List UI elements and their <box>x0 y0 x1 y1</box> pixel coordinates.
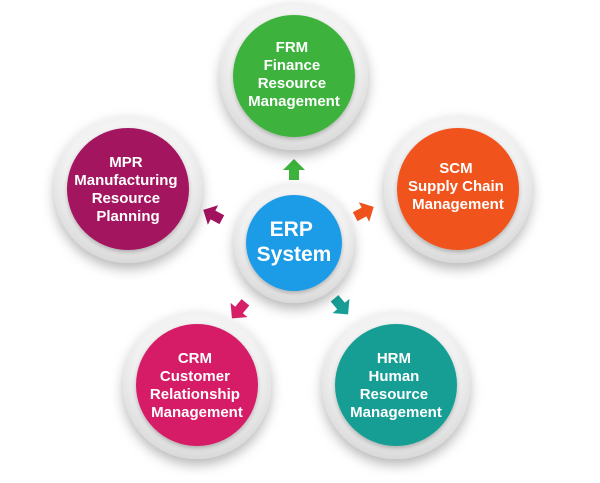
node-hrm-line-4: Management <box>350 404 442 421</box>
node-frm-line-2: Finance <box>264 57 321 74</box>
node-mpr-disc <box>67 128 189 250</box>
center-node: ERP System <box>234 183 354 303</box>
node-frm-line-1: FRM <box>276 39 309 56</box>
node-hrm-line-1: HRM <box>377 350 411 367</box>
center-disc <box>246 195 342 291</box>
node-mpr-line-1: MPR <box>109 154 143 171</box>
center-line-1: ERP <box>270 218 313 241</box>
node-hrm-disc <box>335 324 457 446</box>
svg-text:HRM Human Resource: HRM Human Resource Management <box>350 350 442 421</box>
node-scm-disc <box>397 128 519 250</box>
arrow-to-hrm <box>330 295 350 315</box>
node-scm: SCM Supply Chain Management <box>384 115 532 263</box>
arrow-to-frm <box>283 159 305 180</box>
arrow-to-mpr <box>203 205 225 225</box>
arrow-to-scm <box>352 202 374 222</box>
node-scm-line-3: Management <box>412 196 504 213</box>
node-frm: FRM Finance Resource Management <box>220 2 368 150</box>
node-mpr-line-2: Manufacturing <box>74 172 177 189</box>
node-hrm-line-2: Human <box>368 368 419 385</box>
node-crm-line-3: Relationship <box>150 386 240 403</box>
node-crm-line-1: CRM <box>178 350 212 367</box>
node-mpr: MPR Manufacturing Resource Planning <box>54 115 202 263</box>
node-crm-disc <box>136 324 258 446</box>
node-scm-line-2: Supply Chain <box>408 178 504 195</box>
node-hrm-line-3: Resource <box>360 386 428 403</box>
node-crm-line-4: Management <box>151 404 243 421</box>
node-frm-disc <box>233 15 355 137</box>
node-mpr-line-3: Resource <box>92 190 160 207</box>
center-line-2: System <box>257 243 332 266</box>
svg-text:MPR Manufacturing: MPR Manufacturing Resource Planning <box>74 154 182 225</box>
node-scm-line-1: SCM <box>439 160 472 177</box>
arrow-to-crm <box>230 299 250 319</box>
node-hrm: HRM Human Resource Management <box>322 311 470 459</box>
node-frm-line-3: Resource <box>258 75 326 92</box>
svg-text:SCM Supply Chain M: SCM Supply Chain Management <box>408 160 508 213</box>
connector-arrows <box>203 159 374 319</box>
node-crm: CRM Customer Relationship Management <box>123 311 271 459</box>
node-crm-line-2: Customer <box>160 368 230 385</box>
svg-text:CRM Customer Relat: CRM Customer Relationship Management <box>150 350 244 421</box>
svg-text:FRM Finance Resour: FRM Finance Resource Management <box>248 39 340 110</box>
node-mpr-line-4: Planning <box>96 208 159 225</box>
node-frm-line-4: Management <box>248 93 340 110</box>
svg-text:ERP System: ERP System <box>257 218 332 266</box>
